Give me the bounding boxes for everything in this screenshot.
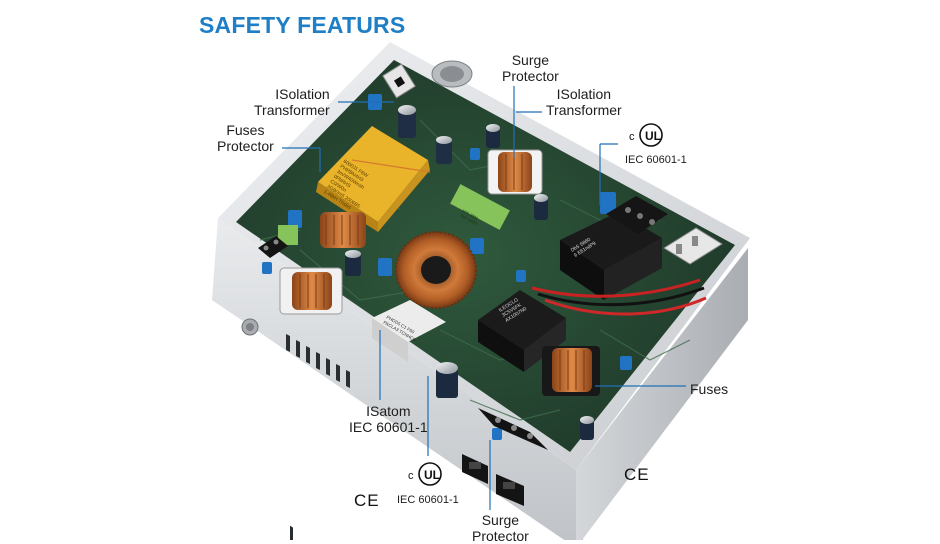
bottom-left-inductor: [279, 267, 343, 315]
front-sockets: [462, 454, 524, 506]
left-inductor: [320, 212, 366, 248]
cert-standard-bottom: IEC 60601-1: [397, 494, 459, 506]
cert-standard-top: IEC 60601-1: [625, 154, 687, 166]
right-inductor: [542, 346, 600, 396]
label-isolation-transformer-right: ISolation Transformer: [546, 86, 622, 118]
label-surge-protector-top: Surge Protector: [502, 52, 559, 84]
power-module: ILEOCLO 3C5V5FK AX1007N0: [478, 290, 566, 372]
label-fuses-right: Fuses: [690, 381, 729, 397]
power-knob: [241, 318, 259, 336]
terminal-strip-right: [606, 196, 668, 234]
terminal-bottom: [478, 408, 548, 450]
bnc-connector: [431, 60, 473, 88]
vent-slots: [290, 525, 293, 540]
label-fuses-protector: Fuses Protector: [217, 122, 274, 154]
svg-text:c: c: [629, 131, 635, 143]
ce-mark-left: CE: [354, 491, 380, 510]
green-modules: [278, 184, 510, 245]
surge-protector-coil: [487, 149, 543, 195]
white-connector: [663, 227, 723, 265]
electrolytic-capacitors: [345, 105, 594, 440]
svg-text:UL: UL: [424, 468, 440, 482]
leader-lines: [282, 86, 686, 510]
svg-text:ILEOCLO 3C5V5FK: ILEOCLO 3C5V5FK AX1007N0: [498, 296, 528, 324]
ul-certification-icon-top: UL c: [626, 121, 666, 152]
svg-text:UL: UL: [645, 129, 661, 143]
toroidal-choke: [395, 231, 477, 309]
page-title: SAFETY FEATURS: [199, 12, 406, 38]
svg-text:c: c: [408, 470, 414, 482]
label-isolation-transformer-left: ISolation Transformer: [254, 86, 330, 118]
ul-certification-icon-bottom: UL c: [405, 460, 445, 491]
label-surge-protector-bottom: Surge Protector: [472, 512, 529, 544]
leader-line-orange: [351, 159, 431, 173]
ce-mark-right: CE: [624, 465, 650, 484]
terminal-left: [258, 236, 288, 258]
label-isatom: ISatom IEC 60601-1: [349, 403, 428, 435]
blue-capacitors: [262, 94, 632, 440]
wiring: [531, 278, 707, 316]
isolation-module: PHOD5 C1 F60 PACLA3 TCNHC8: [372, 300, 446, 362]
